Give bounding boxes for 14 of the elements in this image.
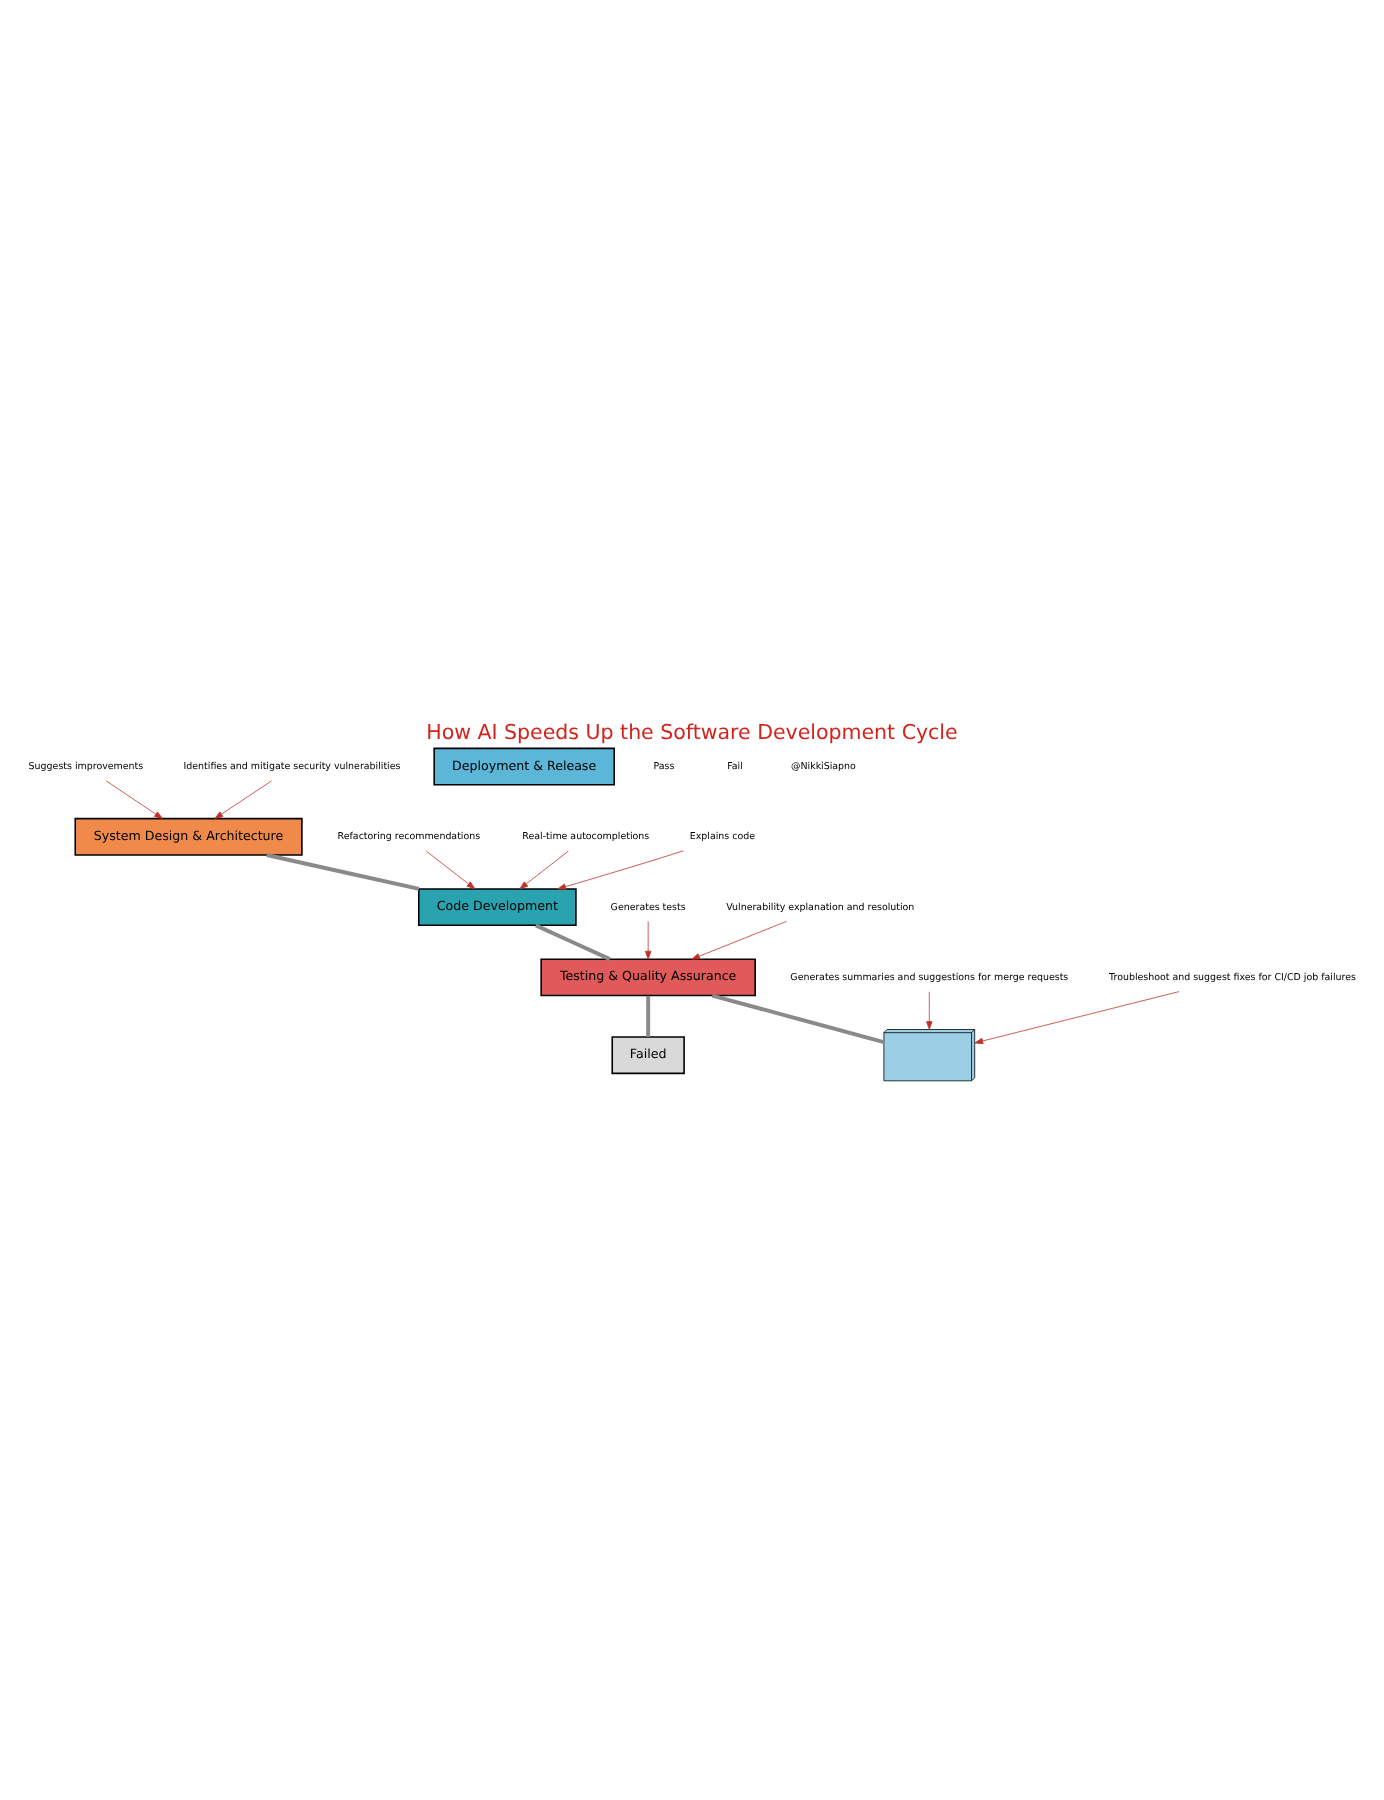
diagram-title: How AI Speeds Up the Software Development Cycle xyxy=(426,720,958,745)
arrow xyxy=(425,850,476,890)
connector xyxy=(266,853,420,891)
arrow xyxy=(645,921,652,960)
connector xyxy=(534,923,611,961)
arrow xyxy=(691,921,787,960)
arrow xyxy=(519,850,569,890)
connector xyxy=(646,995,651,1037)
arrow xyxy=(557,850,684,890)
arrow xyxy=(214,780,272,819)
connector xyxy=(711,993,885,1044)
arrow xyxy=(926,991,933,1030)
arrow xyxy=(974,991,1180,1045)
arrow xyxy=(105,780,163,819)
